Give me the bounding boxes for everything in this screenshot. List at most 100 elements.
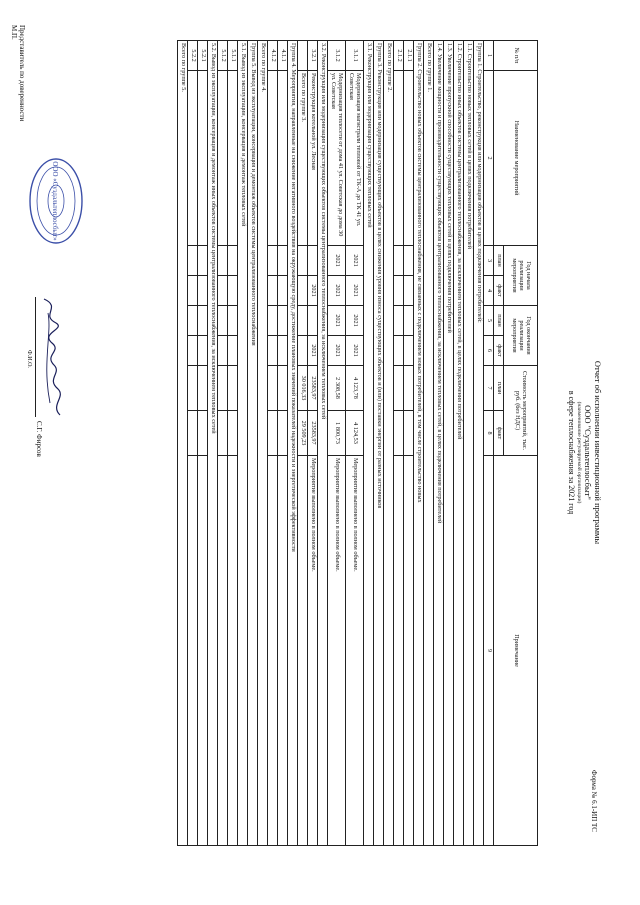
signatory-name: С.Г. Фирсов xyxy=(35,421,43,457)
row-number: 4.1.2 xyxy=(267,40,278,71)
column-number: 1 xyxy=(483,40,494,71)
organization-name: ООО "Суздальтеплосбыт" xyxy=(583,405,594,500)
cost-plan: 30 016,33 xyxy=(297,365,308,411)
report-title: Отчет об исполнении инвестиционной прогр… xyxy=(567,0,603,905)
table-row: 2.1.2 xyxy=(393,40,404,846)
organization-seal-icon: ООО «Суздальтеплосбыт» xyxy=(29,158,83,244)
section-label: Группа 5. Вывод из эксплуатации, консерв… xyxy=(247,40,258,846)
stamp-place-label: М.П. xyxy=(9,25,18,40)
cost-plan xyxy=(187,365,198,411)
start-year-plan xyxy=(187,245,198,276)
row-number: 5.2.2 xyxy=(187,40,198,71)
row-number: 3.1.2 xyxy=(327,40,346,71)
header-num: № п/п xyxy=(493,40,538,71)
section-row: Всего по группе 5. xyxy=(177,40,188,846)
section-row: Группа 5. Вывод из эксплуатации, консерв… xyxy=(247,40,258,846)
section-row: 5.2. Вывод из эксплуатации, консервация … xyxy=(207,40,218,846)
table-row: 5.2.1 xyxy=(197,40,208,846)
cost-plan xyxy=(403,365,414,411)
start-year-plan xyxy=(197,245,208,276)
end-year-fact xyxy=(217,335,228,366)
section-label: 1.4. Увеличение мощности и производитель… xyxy=(433,40,444,846)
measure-name: Модернизация теплосети от дома 41 ул. Со… xyxy=(327,70,346,246)
start-year-fact xyxy=(277,275,288,306)
section-label: 3.1. Реконструкция или модернизация суще… xyxy=(363,40,374,846)
start-year-fact xyxy=(217,275,228,306)
measure-name xyxy=(187,70,198,246)
measure-name xyxy=(277,70,288,246)
header-fact: факт xyxy=(493,335,504,366)
start-year-fact xyxy=(297,275,308,306)
column-number: 9 xyxy=(483,455,494,846)
end-year-plan xyxy=(403,305,414,336)
section-row: Группа 4. Мероприятия, направленные на с… xyxy=(287,40,298,846)
cost-plan xyxy=(393,365,404,411)
end-year-plan xyxy=(393,305,404,336)
section-label: 5.2. Вывод из эксплуатации, консервация … xyxy=(207,40,218,846)
cost-fact xyxy=(217,410,228,456)
column-number: 8 xyxy=(483,410,494,456)
start-year-plan xyxy=(403,245,414,276)
section-label: Всего по группе 4. xyxy=(257,40,268,846)
column-number: 5 xyxy=(483,305,494,336)
start-year-fact xyxy=(393,275,404,306)
section-label: 1.2. Строительство иных объектов системы… xyxy=(453,40,464,846)
end-year-plan xyxy=(227,305,238,336)
end-year-plan xyxy=(217,305,228,336)
row-number: 5.1.2 xyxy=(217,40,228,71)
header-note: Примечание xyxy=(493,455,538,846)
section-row: 1.4. Увеличение мощности и производитель… xyxy=(433,40,444,846)
measure-name xyxy=(197,70,208,246)
section-label: Группа 1. Строительство, реконструкция и… xyxy=(473,40,484,846)
cost-plan xyxy=(277,365,288,411)
header-plan: план xyxy=(493,305,504,336)
fio-caption: Ф.И.О. xyxy=(26,350,32,368)
end-year-plan xyxy=(297,305,308,336)
cost-fact: 23583,97 xyxy=(307,410,318,456)
measure-name xyxy=(393,70,404,246)
column-number: 6 xyxy=(483,335,494,366)
section-label: Всего по группе 5. xyxy=(177,40,188,846)
header-fact: факт xyxy=(493,275,504,306)
note: Мероприятие выполнено в полном объеме. xyxy=(345,455,364,846)
row-number xyxy=(297,40,308,71)
start-year-fact xyxy=(267,275,278,306)
note: Мероприятие выполнено в полном объеме. xyxy=(307,455,318,846)
section-row: 3.1. Реконструкция или модернизация суще… xyxy=(363,40,374,846)
table-header-row: № п/п Наименование мероприятий Год начал… xyxy=(493,40,538,846)
end-year-plan xyxy=(307,305,318,336)
note xyxy=(403,455,414,846)
cost-fact: 29 509,23 xyxy=(297,410,308,456)
column-number: 4 xyxy=(483,275,494,306)
header-end-year: Год окончания реализации мероприятия xyxy=(503,305,538,366)
representative-label: Представитель по доверенности xyxy=(18,25,26,122)
column-number: 3 xyxy=(483,245,494,276)
end-year-fact: 2021 xyxy=(307,335,318,366)
cost-plan xyxy=(197,365,208,411)
measure-name: Модернизация магистрали тепловой от ТК-А… xyxy=(345,70,364,246)
row-number: 2.1.2 xyxy=(393,40,404,71)
start-year-fact xyxy=(187,275,198,306)
column-number: 7 xyxy=(483,365,494,411)
report-title-line1: Отчет об исполнении инвестиционной прогр… xyxy=(593,360,603,545)
row-number: 5.1.1 xyxy=(227,40,238,71)
table-row: 5.1.2 xyxy=(217,40,228,846)
cost-fact xyxy=(197,410,208,456)
row-number: 3.1.1 xyxy=(345,40,364,71)
signature-block: Представитель по доверенности М.П. ООО «… xyxy=(4,25,84,885)
cost-fact: 1 800,73 xyxy=(327,410,346,456)
cost-plan xyxy=(227,365,238,411)
cost-plan: 4 123,78 xyxy=(345,365,364,411)
end-year-plan xyxy=(197,305,208,336)
end-year-fact xyxy=(297,335,308,366)
section-label: Группа 2. Строительство новых объектов с… xyxy=(413,40,424,846)
cost-plan: 23583,97 xyxy=(307,365,318,411)
table-row: 4.1.2 xyxy=(267,40,278,846)
measure-name xyxy=(227,70,238,246)
end-year-fact: 2021 xyxy=(327,335,346,366)
section-row: Всего по группе 1. xyxy=(423,40,434,846)
row-number: 5.2.1 xyxy=(197,40,208,71)
